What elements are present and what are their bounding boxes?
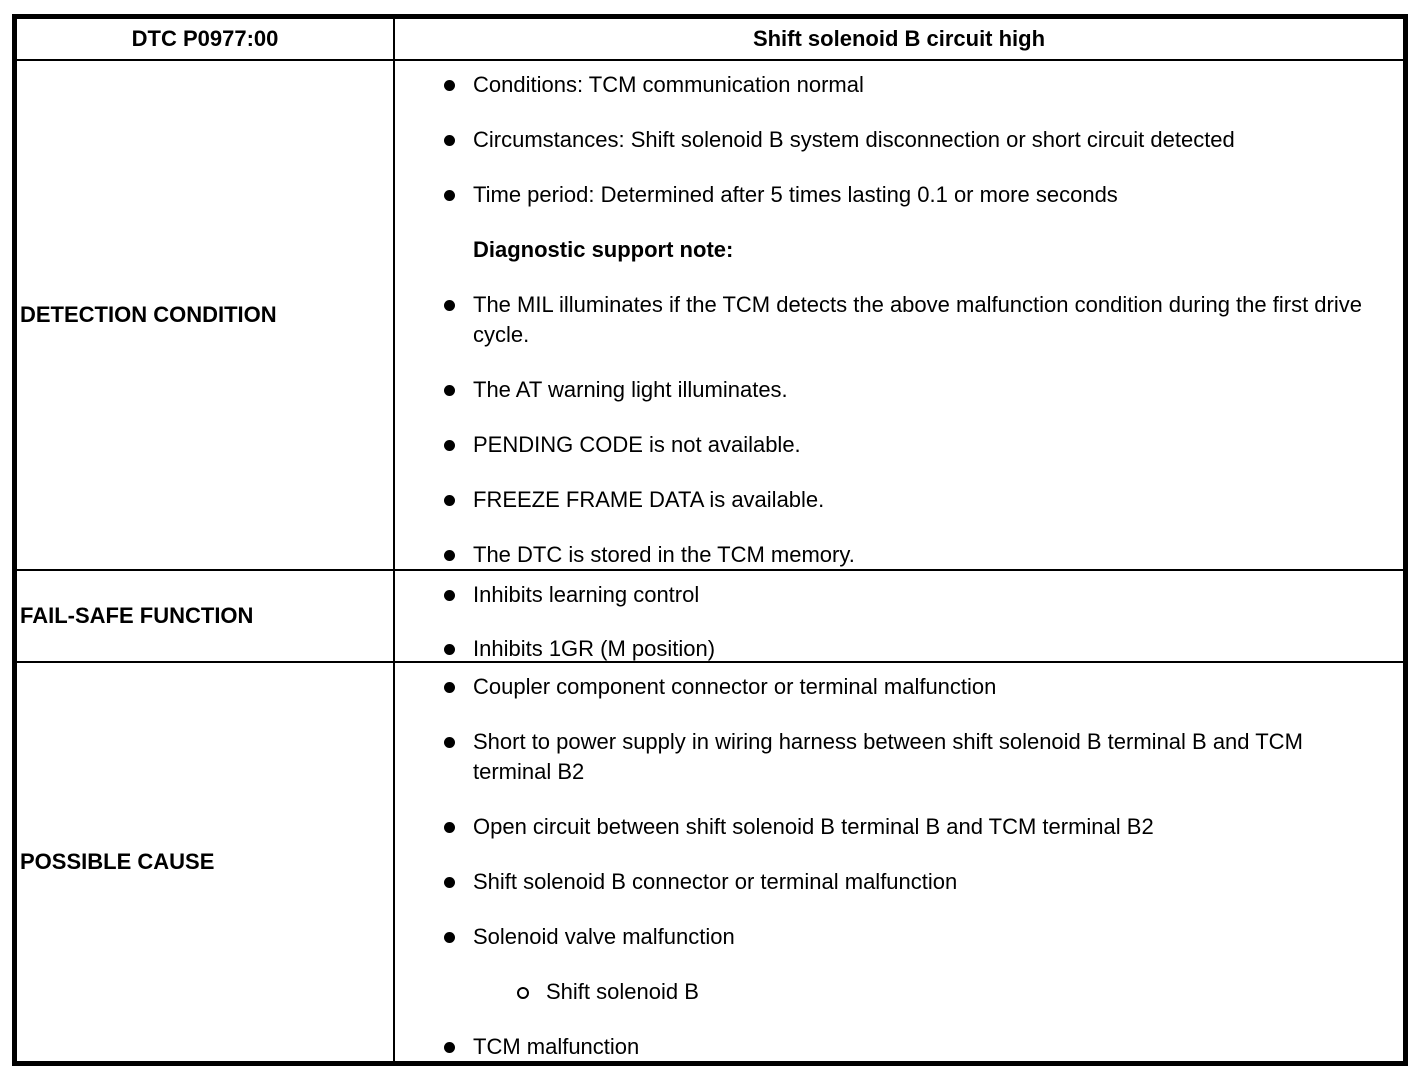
bullet-icon [444,932,455,943]
item-text: Solenoid valve malfunction [473,924,735,949]
note-heading: Diagnostic support note: [444,235,1383,265]
list-item: Inhibits learning control [444,580,1383,610]
item-text: The DTC is stored in the TCM memory. [473,542,855,567]
list-item: Circumstances: Shift solenoid B system d… [444,125,1383,155]
item-text: Open circuit between shift solenoid B te… [473,814,1154,839]
bullet-icon [444,135,455,146]
list-item: Shift solenoid B connector or terminal m… [444,867,1383,897]
bullet-icon [444,550,455,561]
bullet-icon [444,190,455,201]
bullet-icon [444,877,455,888]
table-row-detection-condition: DETECTION CONDITION Conditions: TCM comm… [17,59,1403,569]
table-row-fail-safe-function: FAIL-SAFE FUNCTION Inhibits learning con… [17,569,1403,661]
list-item: The AT warning light illuminates. [444,375,1383,405]
list-item: Open circuit between shift solenoid B te… [444,812,1383,842]
bullet-icon [444,590,455,601]
list-item: Conditions: TCM communication normal [444,70,1383,100]
item-text: FREEZE FRAME DATA is available. [473,487,825,512]
item-text: Short to power supply in wiring harness … [473,729,1303,784]
item-text: The AT warning light illuminates. [473,377,788,402]
item-text: Inhibits learning control [473,582,700,607]
list-item: TCM malfunction [444,1032,1383,1062]
item-text: Conditions: TCM communication normal [473,72,864,97]
item-text: Time period: Determined after 5 times la… [473,182,1118,207]
row-label-fail-safe-function: FAIL-SAFE FUNCTION [17,571,395,661]
bullet-icon [444,822,455,833]
item-text: Shift solenoid B [546,979,699,1004]
item-text: Diagnostic support note: [473,237,734,262]
item-text: Coupler component connector or terminal … [473,674,997,699]
list-item: Solenoid valve malfunction [444,922,1383,952]
hollow-bullet-icon [517,987,529,999]
list-item: Short to power supply in wiring harness … [444,727,1383,787]
bullet-icon [444,495,455,506]
item-text: Shift solenoid B connector or terminal m… [473,869,958,894]
bullet-icon [444,440,455,451]
bullet-icon [444,385,455,396]
item-text: The MIL illuminates if the TCM detects t… [473,292,1362,347]
possible-cause-list: Coupler component connector or terminal … [395,663,1403,1070]
list-item: The MIL illuminates if the TCM detects t… [444,290,1383,350]
possible-cause-content: Coupler component connector or terminal … [395,663,1403,1061]
bullet-icon [444,80,455,91]
list-item: Inhibits 1GR (M position) [444,634,1383,664]
item-text: Inhibits 1GR (M position) [473,636,716,661]
item-text: PENDING CODE is not available. [473,432,801,457]
row-label-detection-condition: DETECTION CONDITION [17,61,395,569]
bullet-icon [444,737,455,748]
table-header-row: DTC P0977:00 Shift solenoid B circuit hi… [17,19,1403,59]
dtc-code: DTC P0977:00 [17,19,395,59]
item-text: TCM malfunction [473,1034,640,1059]
bullet-icon [444,1042,455,1053]
list-item: Shift solenoid B [517,977,1383,1007]
list-item: PENDING CODE is not available. [444,430,1383,460]
list-item: The DTC is stored in the TCM memory. [444,540,1383,570]
item-text: Circumstances: Shift solenoid B system d… [473,127,1235,152]
bullet-icon [444,682,455,693]
table-row-possible-cause: POSSIBLE CAUSE Coupler component connect… [17,661,1403,1061]
list-item: FREEZE FRAME DATA is available. [444,485,1383,515]
row-label-possible-cause: POSSIBLE CAUSE [17,663,395,1061]
bullet-icon [444,644,455,655]
list-item: Coupler component connector or terminal … [444,672,1383,702]
list-item: Time period: Determined after 5 times la… [444,180,1383,210]
dtc-table: DTC P0977:00 Shift solenoid B circuit hi… [12,14,1408,1066]
bullet-icon [444,300,455,311]
dtc-title: Shift solenoid B circuit high [752,26,1046,51]
